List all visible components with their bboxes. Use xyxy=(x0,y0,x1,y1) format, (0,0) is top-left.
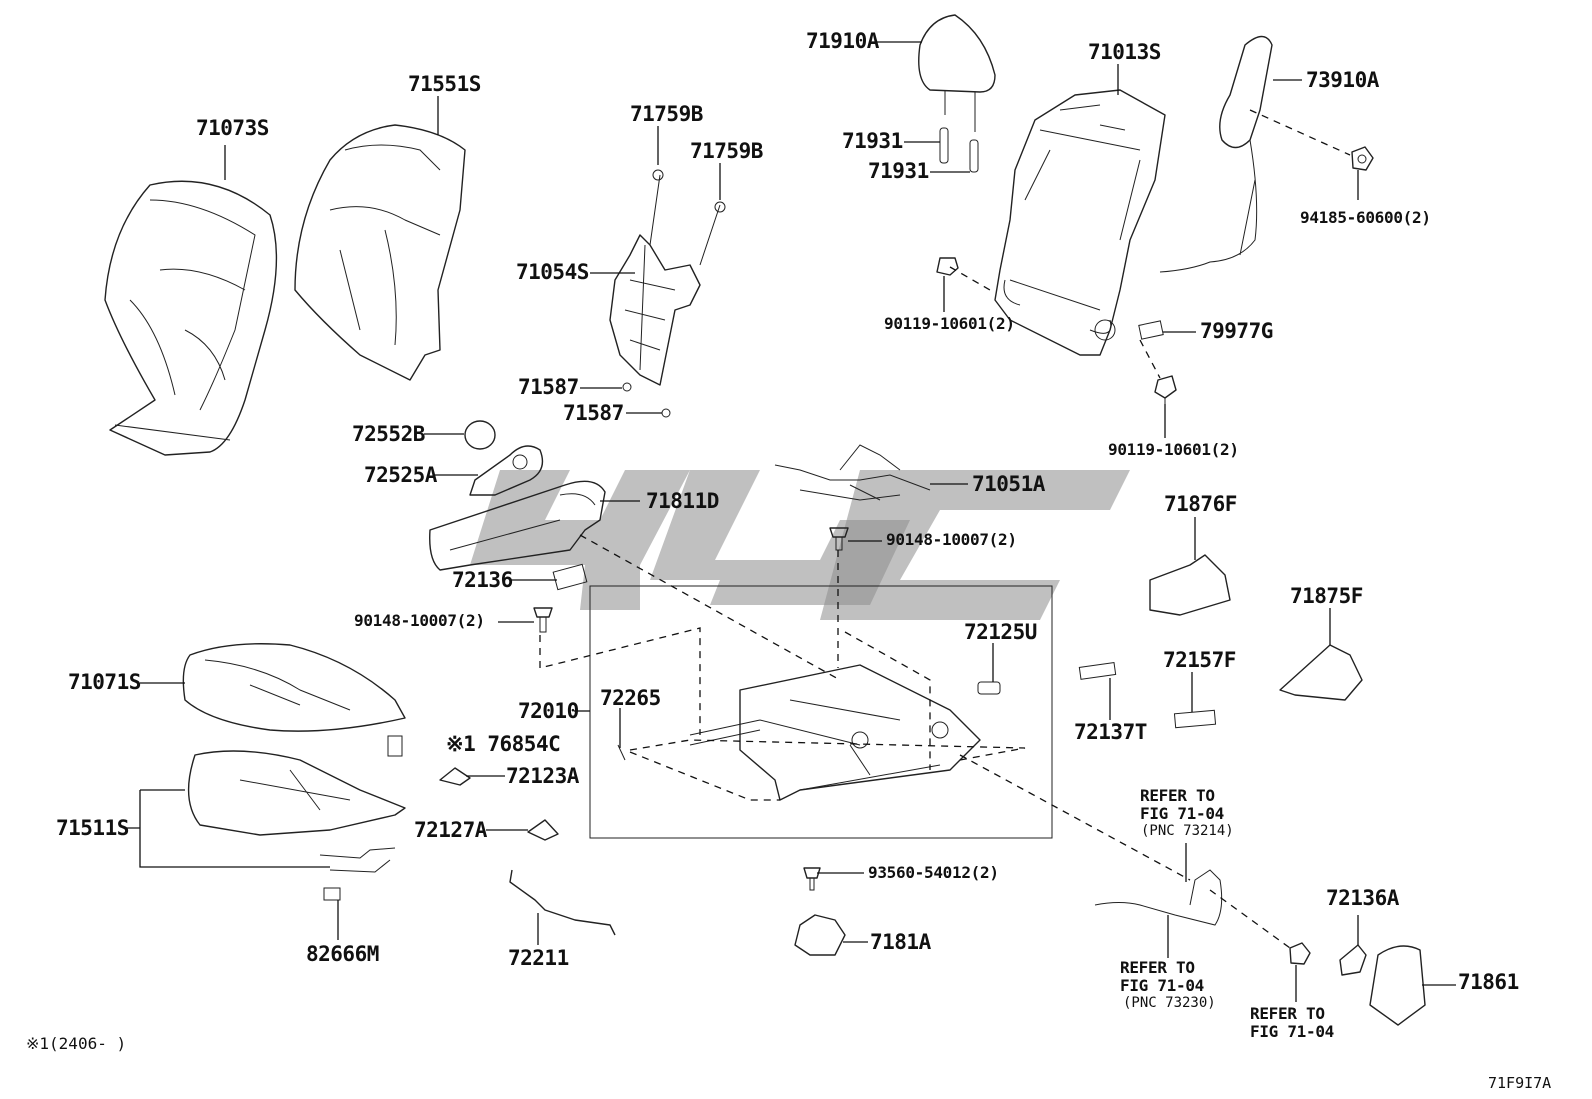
label-71811D: 71811D xyxy=(646,489,719,513)
refer-note-2-line2: FIG 71-04 xyxy=(1120,976,1204,995)
label-72552B: 72552B xyxy=(352,422,425,446)
label-71876F: 71876F xyxy=(1164,492,1237,516)
part-72136A-cover xyxy=(1339,944,1367,976)
label-71013S: 71013S xyxy=(1088,40,1161,64)
part-71054S-bracket xyxy=(609,169,726,386)
label-71759B-b: 71759B xyxy=(690,139,763,163)
label-90148-10007-b: 90148-10007(2) xyxy=(354,611,485,630)
assembly-72010-box xyxy=(589,585,1053,839)
label-71054S: 71054S xyxy=(516,260,589,284)
part-71587-clip-a xyxy=(622,382,632,392)
part-72136-cover xyxy=(552,563,588,591)
part-73910A-side-airbag xyxy=(1159,35,1273,273)
label-71071S: 71071S xyxy=(68,670,141,694)
label-72127A: 72127A xyxy=(414,818,487,842)
part-82666M-sensor xyxy=(323,887,341,901)
label-71587-a: 71587 xyxy=(518,375,579,399)
refer-note-2-line3: (PNC 73230) xyxy=(1123,995,1216,1011)
part-72157F-cover xyxy=(1173,709,1217,729)
label-72136: 72136 xyxy=(452,568,513,592)
part-71051A-lumbar xyxy=(774,444,931,501)
refer-note-1-line2: FIG 71-04 xyxy=(1140,804,1224,823)
label-71587-b: 71587 xyxy=(563,401,624,425)
label-71551S: 71551S xyxy=(408,72,481,96)
part-71811D-side-shield xyxy=(429,480,606,571)
label-73910A: 73910A xyxy=(1306,68,1379,92)
label-76854C: ※1 76854C xyxy=(446,732,561,756)
label-90148-10007-a: 90148-10007(2) xyxy=(886,530,1017,549)
refer-note-2-line1: REFER TO xyxy=(1120,958,1195,977)
part-71876F-cover xyxy=(1149,554,1231,616)
label-71511S: 71511S xyxy=(56,816,129,840)
label-71875F: 71875F xyxy=(1290,584,1363,608)
dashed-guides xyxy=(539,109,1351,949)
leader-lines xyxy=(126,41,1456,1002)
part-71875F-cover xyxy=(1279,644,1363,701)
part-76854C-clip xyxy=(387,735,403,757)
label-71759B-a: 71759B xyxy=(630,102,703,126)
label-72125U: 72125U xyxy=(964,620,1037,644)
refer-note-1-line1: REFER TO xyxy=(1140,786,1215,805)
label-93560-54012: 93560-54012(2) xyxy=(868,863,999,882)
label-72136A: 72136A xyxy=(1326,886,1399,910)
part-72010-seat-frame xyxy=(689,664,981,801)
label-71910A: 71910A xyxy=(806,29,879,53)
part-72123A-clip xyxy=(439,767,471,786)
part-71551S-seatback-pad xyxy=(294,124,466,381)
refer-note-3-line1: REFER TO xyxy=(1250,1004,1325,1023)
label-90119-10601-b: 90119-10601(2) xyxy=(1108,440,1239,459)
label-72157F: 72157F xyxy=(1163,648,1236,672)
watermark-logo xyxy=(470,470,1130,620)
part-71073S-seatback-cover xyxy=(104,180,278,456)
label-7181A: 7181A xyxy=(870,930,931,954)
refer-note-3-line2: FIG 71-04 xyxy=(1250,1022,1334,1041)
part-72552B-cap xyxy=(464,420,496,450)
label-72525A: 72525A xyxy=(364,463,437,487)
part-90148-screw-b xyxy=(533,607,553,633)
label-71051A: 71051A xyxy=(972,472,1045,496)
part-72525A-lever xyxy=(469,445,544,496)
part-72211-rod xyxy=(509,869,616,936)
label-82666M: 82666M xyxy=(306,942,379,966)
part-94185-nut xyxy=(1351,146,1374,171)
part-90148-screw-a xyxy=(829,527,849,551)
part-72137T-cover xyxy=(1078,661,1117,680)
part-71013S-seatback-frame xyxy=(994,89,1166,356)
label-94185-60600: 94185-60600(2) xyxy=(1300,208,1431,227)
part-93560-screw xyxy=(803,867,821,891)
label-72123A: 72123A xyxy=(506,764,579,788)
part-71861-cover xyxy=(1369,945,1426,1026)
label-72265: 72265 xyxy=(600,686,661,710)
label-71861: 71861 xyxy=(1458,970,1519,994)
part-90119-bolt-a xyxy=(936,257,959,276)
part-7181A-motor xyxy=(794,914,846,956)
label-79977G: 79977G xyxy=(1200,319,1273,343)
label-90119-10601-a: 90119-10601(2) xyxy=(884,314,1015,333)
part-seatbelt-buckle-harness xyxy=(1094,869,1223,926)
part-72127A-clip xyxy=(527,819,559,841)
label-72010: 72010 xyxy=(518,699,579,723)
part-71910A-headrest xyxy=(918,14,996,173)
part-71587-clip-b xyxy=(661,408,671,418)
part-72265-clip xyxy=(617,744,626,761)
part-79977G-label xyxy=(1138,320,1164,340)
label-71931-a: 71931 xyxy=(842,129,903,153)
label-72137T: 72137T xyxy=(1074,720,1147,744)
part-72125U-clip xyxy=(977,681,1001,695)
label-71931-b: 71931 xyxy=(868,159,929,183)
refer-note-1-line3: (PNC 73214) xyxy=(1141,823,1234,839)
part-90119-bolt-b xyxy=(1154,375,1177,404)
part-71511S-cushion-pad xyxy=(187,750,406,873)
part-buckle-nut xyxy=(1289,942,1311,965)
label-72211: 72211 xyxy=(508,946,569,970)
footnote: ※1(2406- ) xyxy=(26,1034,127,1053)
part-71071S-cushion-cover xyxy=(182,643,406,732)
diagram-code: 71F9I7A xyxy=(1488,1074,1552,1092)
label-71073S: 71073S xyxy=(196,116,269,140)
